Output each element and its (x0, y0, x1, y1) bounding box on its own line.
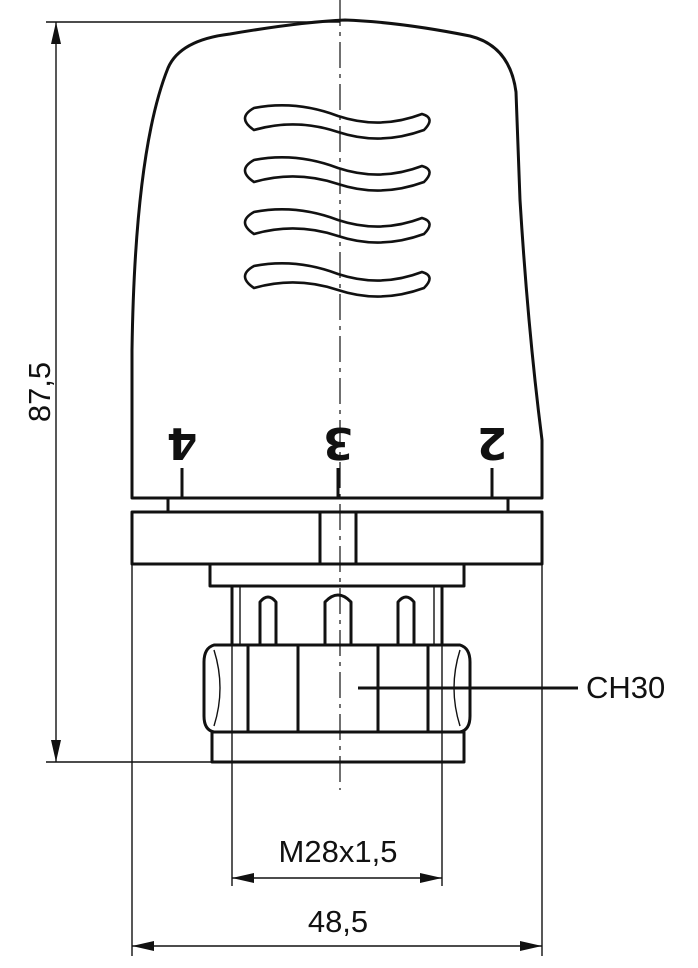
pin-left (258, 595, 278, 645)
pin-right (396, 595, 416, 645)
wave-grip-pattern (243, 104, 431, 298)
collar-slot (318, 510, 358, 566)
pin-center (323, 593, 353, 645)
width-dimension (131, 564, 543, 956)
collar-ring (130, 510, 544, 566)
width-dimension-label: 48,5 (308, 904, 368, 939)
thread-ring (210, 730, 466, 764)
height-dimension (46, 21, 340, 763)
scale-mark-2: 2 (477, 417, 508, 468)
scale-mark-3: 3 (323, 417, 354, 468)
scale-markings: 4 3 2 (167, 417, 508, 498)
mounting-plate (208, 562, 466, 588)
wave-groove-4 (243, 262, 431, 298)
wave-groove-1 (243, 104, 431, 140)
cap-body (130, 18, 544, 500)
wave-groove-2 (243, 156, 431, 192)
height-dimension-label: 87,5 (22, 362, 57, 422)
thread-dimension (231, 586, 443, 886)
cap-base-lip (166, 498, 510, 514)
scale-mark-4: 4 (167, 417, 198, 468)
wave-groove-3 (243, 208, 431, 244)
callout-ch30-label: CH30 (586, 670, 665, 705)
thread-dimension-label: M28x1,5 (279, 834, 398, 869)
